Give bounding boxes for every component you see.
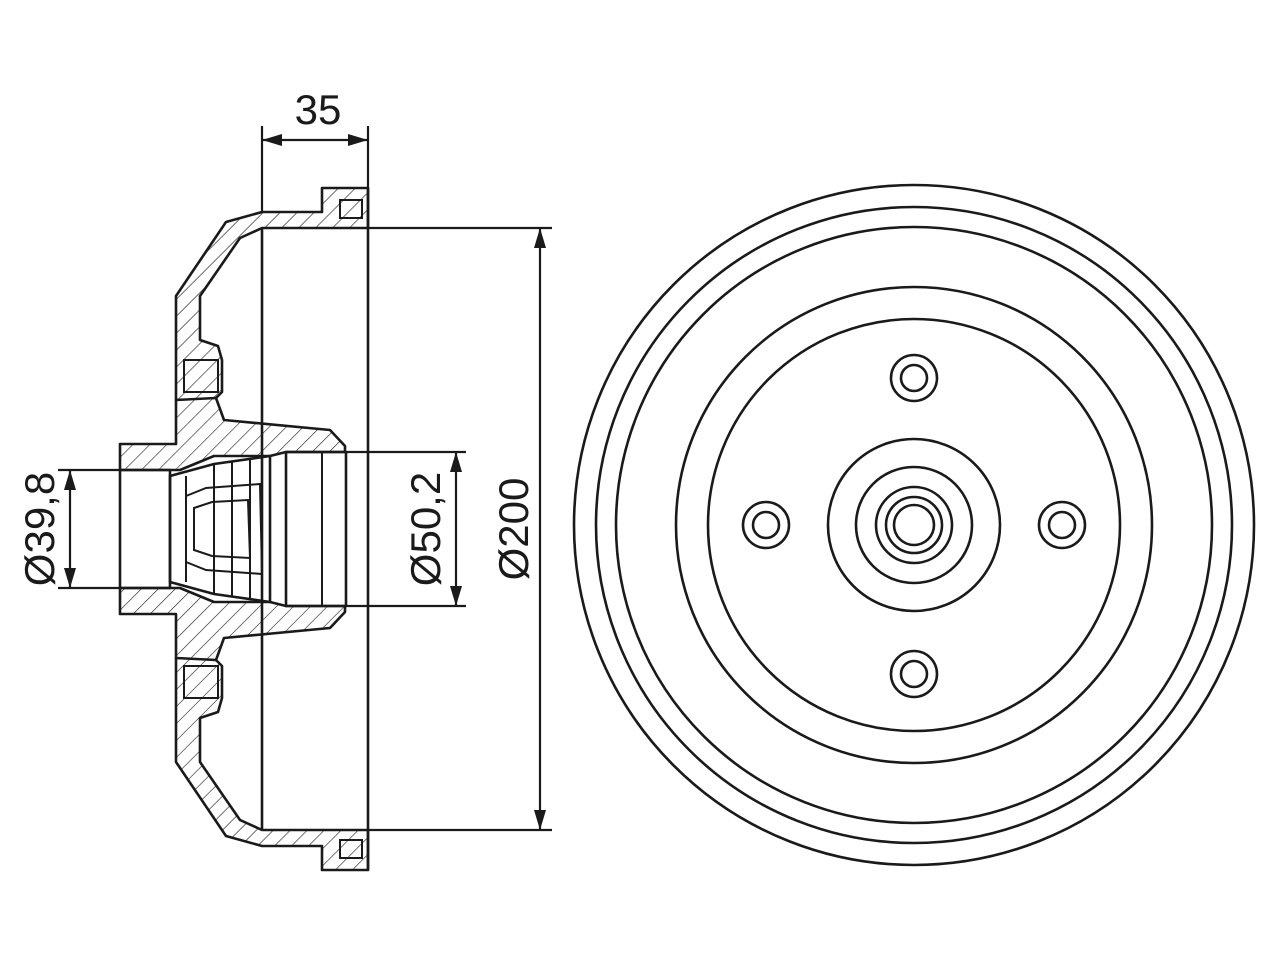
drum-rim-step-circle — [594, 205, 1234, 845]
hub-lower-section — [118, 586, 347, 662]
center-bore-circle — [892, 503, 936, 547]
drum-outer-rim-circle — [572, 183, 1256, 867]
bearing-ring-circle — [884, 495, 944, 555]
stud-hole-upper-section — [183, 359, 219, 393]
stud-hole-bottom — [889, 649, 939, 699]
drum-lower-wall-section — [174, 656, 370, 872]
dimension-bore-diameter-label: Ø39,8 — [16, 472, 63, 586]
rim-groove-upper — [339, 199, 363, 219]
drum-upper-wall-section — [174, 186, 370, 402]
hub-inner-circle — [854, 465, 974, 585]
bore-inner-ring — [118, 468, 172, 590]
hub-upper-section — [118, 396, 347, 472]
drum-flange-circle — [706, 317, 1122, 733]
drum-face-step-circle — [674, 285, 1154, 765]
dimension-bore-diameter: Ø39,8 — [16, 468, 120, 590]
dimension-hub-diameter-label: Ø50,2 — [402, 472, 449, 586]
side-section-view — [118, 186, 370, 872]
hub-outer-circle — [826, 437, 1002, 613]
front-view — [572, 183, 1256, 867]
stud-hole-right — [1037, 500, 1087, 550]
taper-roller-bearing — [168, 454, 272, 604]
dimension-drum-diameter-label: Ø200 — [490, 478, 537, 581]
dimension-width-label: 35 — [295, 86, 342, 133]
rim-groove-lower — [339, 839, 363, 859]
dimension-hub-diameter: Ø50,2 — [346, 450, 466, 608]
dimension-width: 35 — [260, 86, 370, 212]
stud-hole-lower-section — [183, 665, 219, 699]
stud-hole-top — [889, 353, 939, 403]
bearing-outer-ring — [284, 450, 348, 608]
bearing-outer-circle — [874, 485, 954, 565]
dimension-drum-diameter: Ø200 — [368, 226, 552, 832]
stud-hole-left — [741, 500, 791, 550]
drum-braking-surface-circle — [614, 225, 1214, 825]
